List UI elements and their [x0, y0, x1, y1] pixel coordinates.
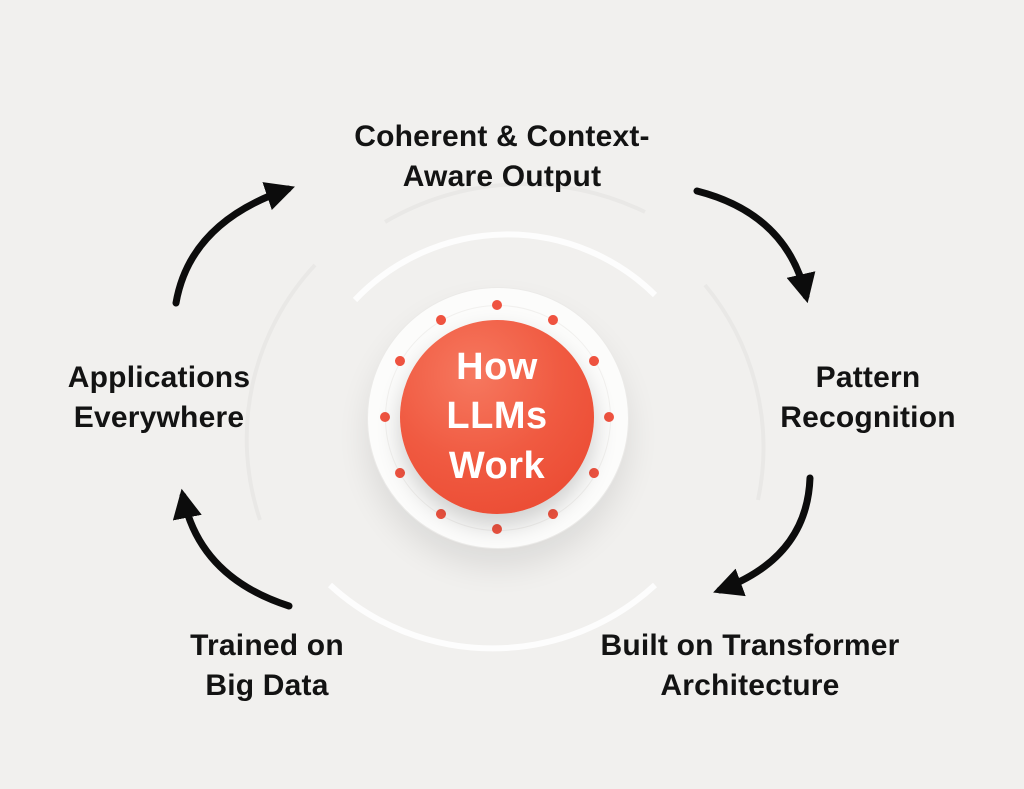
watermark-arcs [327, 231, 658, 652]
ring-dot [604, 412, 614, 422]
node-applications-everywhere: Applications Everywhere [68, 358, 250, 438]
node-label-line: Big Data [205, 669, 329, 702]
node-trained-on-big-data: Trained on Big Data [190, 626, 344, 706]
node-label-line: Everywhere [73, 401, 245, 434]
node-label-line: Pattern [815, 361, 921, 395]
node-built-on-transformer-architecture: Built on Transformer Architecture [600, 626, 899, 706]
flow-arrow-right-to-bottom-right [713, 474, 814, 597]
node-label-line: Coherent & Context- [354, 120, 650, 154]
node-coherent-context-aware-output: Coherent & Context- Aware Output [354, 117, 649, 197]
flow-arrow-top-to-right [693, 187, 816, 304]
ring-dot [380, 412, 390, 422]
node-label-line: Architecture [660, 669, 840, 702]
hub-title-line: LLMs [446, 395, 548, 438]
hub-title: How LLMs Work [446, 343, 547, 491]
node-label-line: Recognition [780, 401, 956, 434]
flow-arrow-bottom-left-to-left [172, 488, 293, 610]
hub-title-line: How [456, 345, 538, 388]
node-label-line: Aware Output [402, 160, 602, 193]
hub-title-line: Work [448, 444, 546, 487]
ring-dot [492, 300, 502, 310]
node-label-line: Built on Transformer [600, 629, 900, 663]
ring-dot [492, 524, 502, 534]
node-pattern-recognition: Pattern Recognition [780, 358, 956, 438]
node-label-line: Applications [67, 361, 251, 395]
node-label-line: Trained on [190, 629, 344, 663]
hub-circle: How LLMs Work [400, 320, 594, 514]
flow-arrow-left-to-top [172, 182, 295, 307]
